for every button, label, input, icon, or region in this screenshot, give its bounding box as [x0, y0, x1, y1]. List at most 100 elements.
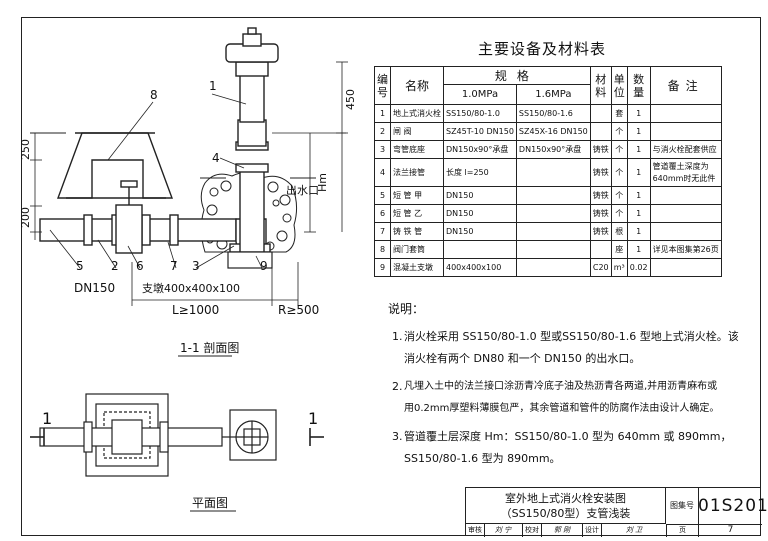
row-name: 弯管底座 [390, 140, 444, 159]
row-name: 短 管 甲 [390, 186, 444, 205]
cut-label-right: 1 [308, 409, 318, 428]
row-spec-b [515, 222, 591, 241]
ground-lines [30, 132, 316, 179]
note-item: 3. 管道覆土层深度 Hm：SS150/80-1.0 型为 640mm 或 89… [388, 426, 768, 470]
header-spec: 规格 [443, 66, 591, 85]
notes: 说明： 1. 消火栓采用 SS150/80-1.0 型或SS150/80-1.6… [388, 298, 768, 470]
row-name: 闸 阀 [390, 122, 444, 141]
row-remark [649, 204, 722, 223]
length-label: L≥1000 [172, 303, 219, 317]
row-unit: 根 [610, 222, 628, 241]
page-number: 7 [727, 525, 734, 535]
row-qty: 1 [626, 158, 651, 187]
note-number: 3. [392, 430, 403, 443]
row-spec-b: DN150x90°承盘 [515, 140, 591, 159]
dim-hm: Hm [316, 173, 329, 192]
row-spec-a: 长度 l=250 [443, 158, 517, 187]
callout-9: 9 [260, 259, 268, 273]
row-material: 铸铁 [589, 140, 612, 159]
row-spec-a: SZ45T-10 DN150 [443, 122, 517, 141]
row-unit: 个 [610, 140, 628, 159]
row-name: 法兰接管 [390, 158, 444, 187]
signature-row: 审核 刘 宁 校对 郭 刚 设计 刘 卫 页 7 [466, 524, 762, 537]
design-signature: 刘 卫 [602, 524, 667, 537]
note-line: 消火栓有两个 DN80 和一个 DN150 的出水口。 [404, 352, 641, 365]
row-material [589, 104, 612, 123]
header-remark: 备注 [649, 66, 722, 105]
row-spec-a: 400x400x100 [443, 258, 517, 277]
callout-5: 5 [76, 259, 84, 273]
note-number: 1. [392, 330, 403, 343]
title-block: 室外地上式消火栓安装图 （SS150/80型）支管浅装 图集号 01S201 审… [465, 487, 768, 537]
row-unit: 座 [610, 240, 628, 259]
row-remark [649, 104, 722, 123]
row-no: 9 [374, 258, 391, 277]
row-spec-b [515, 258, 591, 277]
row-qty: 1 [626, 140, 651, 159]
row-remark: 管道覆土深度为 640mm时无此件 [649, 158, 722, 187]
valve-chamber [56, 132, 174, 199]
row-unit: 套 [610, 104, 628, 123]
row-qty: 1 [626, 222, 651, 241]
row-remark [649, 222, 722, 241]
header-name: 名称 [390, 66, 444, 105]
outlet-label: 出水口 [286, 183, 319, 197]
note-line: 消火栓采用 SS150/80-1.0 型或SS150/80-1.6 型地上式消火… [404, 330, 739, 343]
row-spec-a: DN150x90°承盘 [443, 140, 517, 159]
row-name: 地上式消火栓 [390, 104, 444, 123]
note-line: 凡埋入土中的法兰接口涂沥青冷底子油及热沥青各两道,并用沥青麻布或 [404, 381, 718, 392]
dim-200: 200 [19, 207, 32, 228]
table-title: 主要设备及材料表 [478, 40, 607, 58]
row-no: 2 [374, 122, 391, 141]
row-unit: 个 [610, 186, 628, 205]
callout-8: 8 [150, 88, 158, 102]
row-spec-a: DN150 [443, 222, 517, 241]
row-remark [649, 258, 722, 277]
cut-line-markers [30, 428, 324, 446]
row-unit: 个 [610, 158, 628, 187]
row-remark [649, 186, 722, 205]
header-unit: 单位 [610, 66, 628, 105]
row-material [589, 240, 612, 259]
support-block [227, 251, 273, 269]
header-material: 材料 [589, 66, 612, 105]
row-qty: 1 [626, 240, 651, 259]
row-no: 1 [374, 104, 391, 123]
row-qty: 0.02 [626, 258, 651, 277]
row-name: 阀门套筒 [390, 240, 444, 259]
row-material: 铸铁 [589, 158, 612, 187]
row-spec-a: DN150 [443, 186, 517, 205]
set-number-label: 图集号 [666, 488, 699, 525]
row-remark [649, 122, 722, 141]
dim-250: 250 [19, 139, 32, 160]
callout-6: 6 [136, 259, 144, 273]
check-label: 校对 [523, 524, 542, 537]
row-no: 4 [374, 158, 391, 187]
review-signature: 刘 宁 [484, 524, 523, 537]
row-spec-a [443, 240, 517, 259]
dimension-lines [30, 61, 348, 306]
row-material: 铸铁 [589, 204, 612, 223]
callout-4: 4 [212, 151, 220, 165]
header-spec-a: 1.0MPa [443, 84, 517, 105]
row-spec-b: SS150/80-1.6 [515, 104, 591, 123]
row-name: 铸 铁 管 [390, 222, 444, 241]
callout-2: 2 [111, 259, 119, 273]
row-spec-b: SZ45X-16 DN150 [515, 122, 591, 141]
drawing-title-line2: （SS150/80型）支管浅装 [500, 507, 631, 520]
hydrant-riser [225, 27, 279, 253]
support-label: 支墩400x400x100 [142, 281, 240, 295]
cut-label-left: 1 [42, 409, 52, 428]
header-spec-b: 1.6MPa [515, 84, 591, 105]
section-title-underline [178, 355, 236, 512]
drawing-title-line1: 室外地上式消火栓安装图 [505, 492, 626, 505]
plan-title: 平面图 [192, 496, 228, 510]
dim-450: 450 [344, 89, 357, 110]
section-drawing: 1 8 4 5 2 6 7 3 9 450 Hm 250 200 出水口 DN1… [19, 27, 357, 512]
note-line: 用0.2mm厚塑料薄膜包严，其余管道和管件的防腐作法由设计人确定。 [404, 403, 720, 414]
